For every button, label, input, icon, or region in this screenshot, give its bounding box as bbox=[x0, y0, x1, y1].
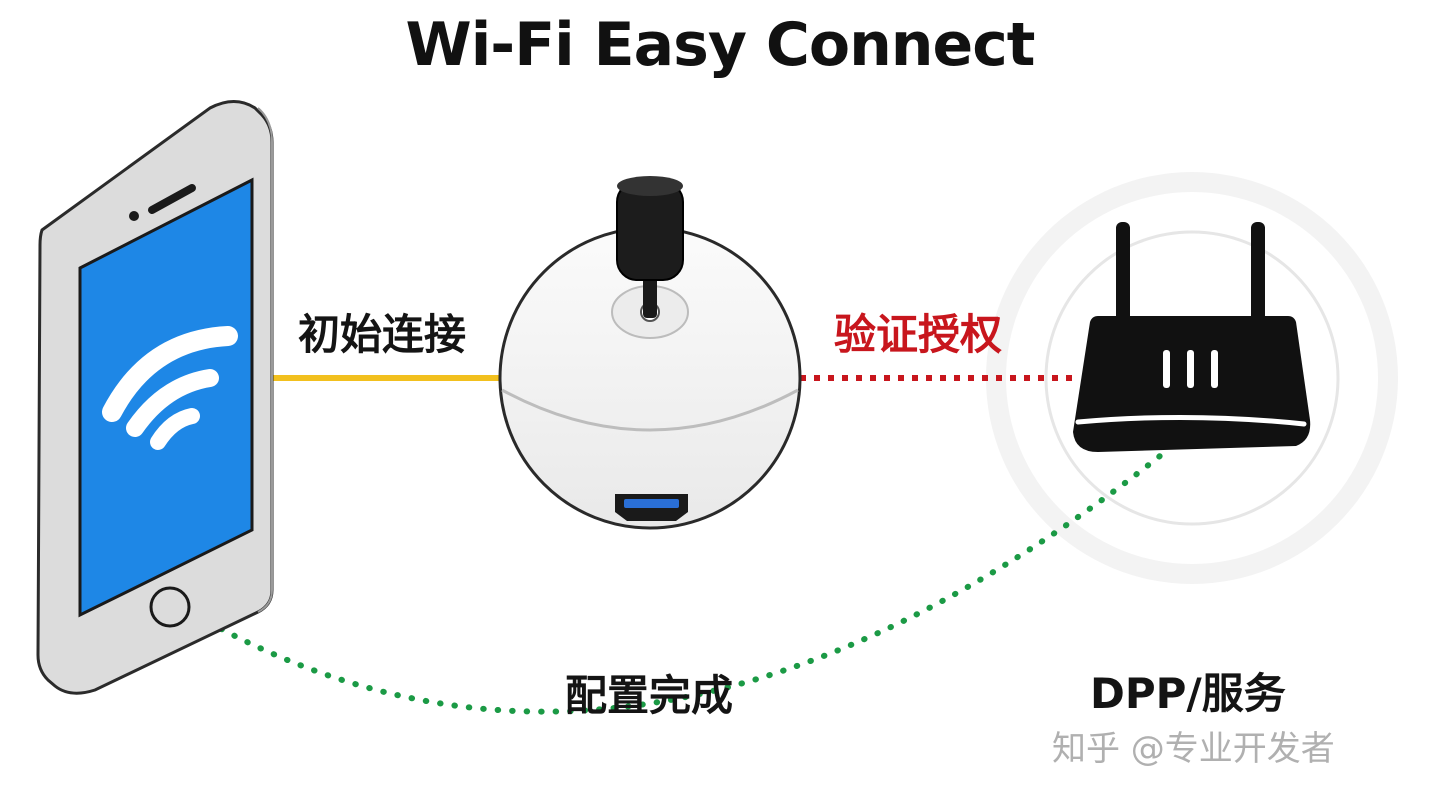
config-done-label: 配置完成 bbox=[565, 671, 734, 720]
smartphone-icon bbox=[36, 100, 274, 695]
dongle-device-icon bbox=[498, 176, 802, 530]
wifi-icon bbox=[102, 326, 238, 450]
diagram-title: Wi-Fi Easy Connect bbox=[405, 10, 1036, 80]
watermark: 知乎 @专业开发者 bbox=[1052, 729, 1335, 769]
router-icon bbox=[1073, 222, 1311, 452]
verify-auth-label: 验证授权 bbox=[834, 310, 1003, 359]
initial-connect-label: 初始连接 bbox=[298, 310, 467, 359]
dpp-service-label: DPP/服务 bbox=[1090, 669, 1286, 718]
config-done-curve bbox=[193, 449, 1168, 715]
usb-port-icon bbox=[615, 494, 688, 521]
